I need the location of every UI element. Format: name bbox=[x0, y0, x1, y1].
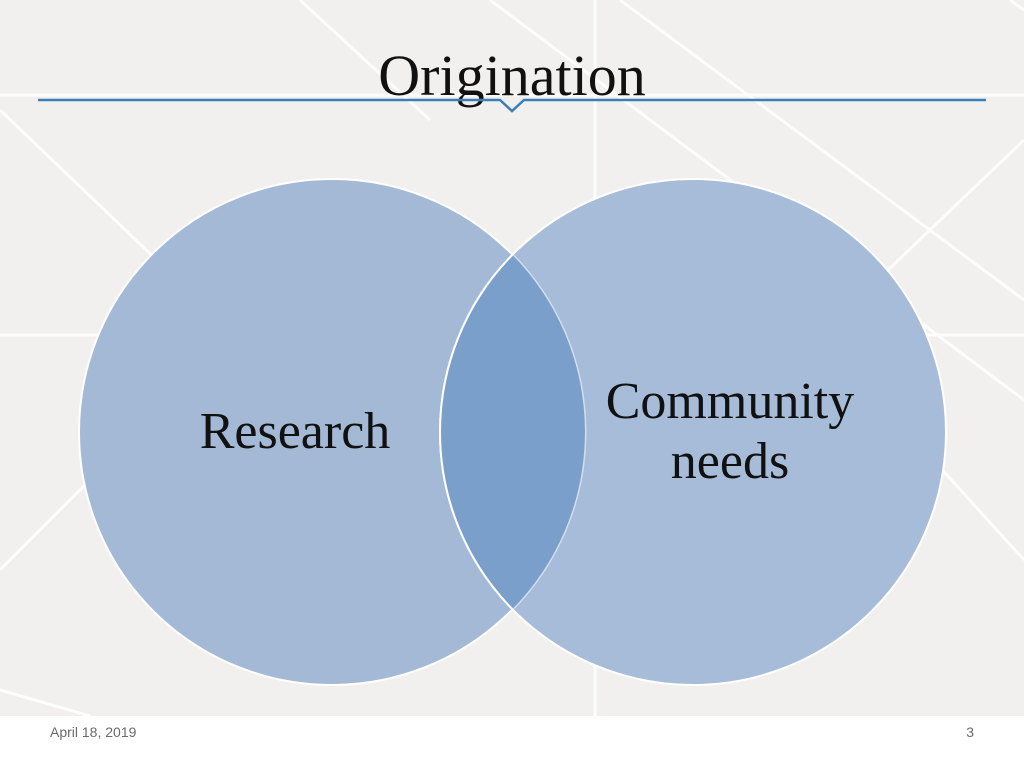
venn-label-research-text: Research bbox=[199, 403, 391, 460]
venn-label-community-line2: needs bbox=[670, 433, 790, 490]
footer-date: April 18, 2019 bbox=[50, 724, 137, 740]
venn-label-research: Research bbox=[150, 402, 440, 462]
venn-label-community-needs: Community needs bbox=[570, 372, 890, 492]
slide-title: Origination bbox=[378, 43, 646, 108]
venn-label-community-line1: Community bbox=[605, 373, 855, 430]
venn-left-arc bbox=[511, 253, 587, 611]
venn-diagram bbox=[78, 178, 947, 686]
title-divider bbox=[38, 98, 986, 113]
page-number: 3 bbox=[966, 724, 974, 740]
slide-canvas: Origination Research Community needs bbox=[0, 0, 1024, 716]
